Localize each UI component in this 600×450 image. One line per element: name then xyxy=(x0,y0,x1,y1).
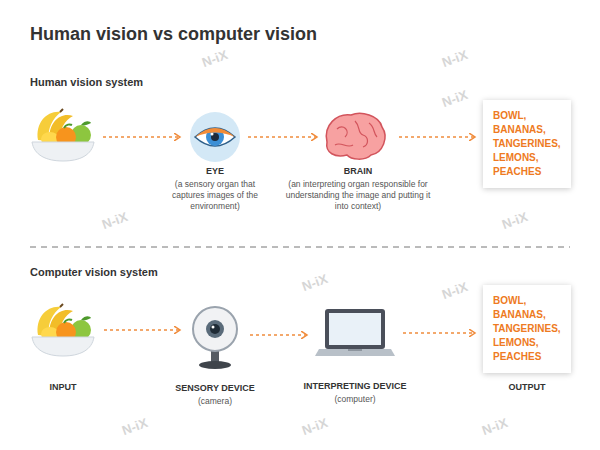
watermark: N-iX xyxy=(440,47,470,70)
watermark: N-iX xyxy=(500,209,530,232)
brain-symbol xyxy=(326,114,385,160)
watermark: N-iX xyxy=(300,415,330,438)
output-list: BOWL, BANANAS, TANGERINES, LEMONS, PEACH… xyxy=(493,294,561,364)
watermark: N-iX xyxy=(200,47,230,70)
eye-icon: EYE(a sensory organ that captures images… xyxy=(190,112,240,162)
input-icon: INPUT xyxy=(30,303,96,357)
watermark: N-iX xyxy=(300,271,330,294)
watermark: N-iX xyxy=(100,209,130,232)
description-text: (a sensory organ that captures images of… xyxy=(159,179,271,212)
computer-icon: INTERPRETING DEVICE(computer) xyxy=(315,308,395,358)
fruit-bowl xyxy=(32,109,94,161)
diagram-title: Human vision vs computer vision xyxy=(30,24,317,45)
brain-icon: BRAIN(an interpreting organ responsible … xyxy=(325,113,391,161)
camera-icon: SENSORY DEVICE(camera) xyxy=(188,303,242,367)
output-box: BOWL, BANANAS, TANGERINES, LEMONS, PEACH… xyxy=(483,285,571,373)
output-list: BOWL, BANANAS, TANGERINES, LEMONS, PEACH… xyxy=(493,109,561,179)
watermark: N-iX xyxy=(440,279,470,302)
heading-label: SENSORY DEVICE xyxy=(155,382,275,394)
caption-group: INTERPRETING DEVICE (computer) xyxy=(285,380,425,405)
separator-line xyxy=(30,247,570,248)
watermark: N-iX xyxy=(120,415,150,438)
caption-group: EYE (a sensory organ that captures images… xyxy=(159,165,271,212)
heading-label: BRAIN xyxy=(278,165,438,177)
caption-group: OUTPUT xyxy=(482,381,572,393)
flow-arrow xyxy=(248,136,317,138)
description-text: (computer) xyxy=(285,394,425,405)
heading-label: INTERPRETING DEVICE xyxy=(285,380,425,392)
flow-arrow xyxy=(250,334,307,336)
watermark: N-iX xyxy=(480,415,510,438)
description-text: (camera) xyxy=(155,396,275,407)
flow-arrow xyxy=(104,329,180,331)
description-text: (an interpreting organ responsible for u… xyxy=(278,179,438,212)
heading-label: OUTPUT xyxy=(482,381,572,393)
laptop-symbol xyxy=(315,309,395,356)
section-heading: Computer vision system xyxy=(30,266,158,278)
caption-group: INPUT xyxy=(23,381,103,393)
flow-arrow xyxy=(403,332,475,334)
watermark: N-iX xyxy=(440,87,470,110)
section-heading: Human vision system xyxy=(30,76,143,88)
flow-arrow xyxy=(103,136,180,138)
heading-label: INPUT xyxy=(23,381,103,393)
flow-arrow xyxy=(399,136,475,138)
fruit-bowl xyxy=(32,304,94,356)
caption-group: BRAIN (an interpreting organ responsible … xyxy=(278,165,438,212)
eye-symbol xyxy=(190,112,240,162)
heading-label: EYE xyxy=(159,165,271,177)
output-box: BOWL, BANANAS, TANGERINES, LEMONS, PEACH… xyxy=(483,100,571,188)
caption-group: SENSORY DEVICE (camera) xyxy=(155,382,275,407)
camera-symbol xyxy=(193,307,237,369)
